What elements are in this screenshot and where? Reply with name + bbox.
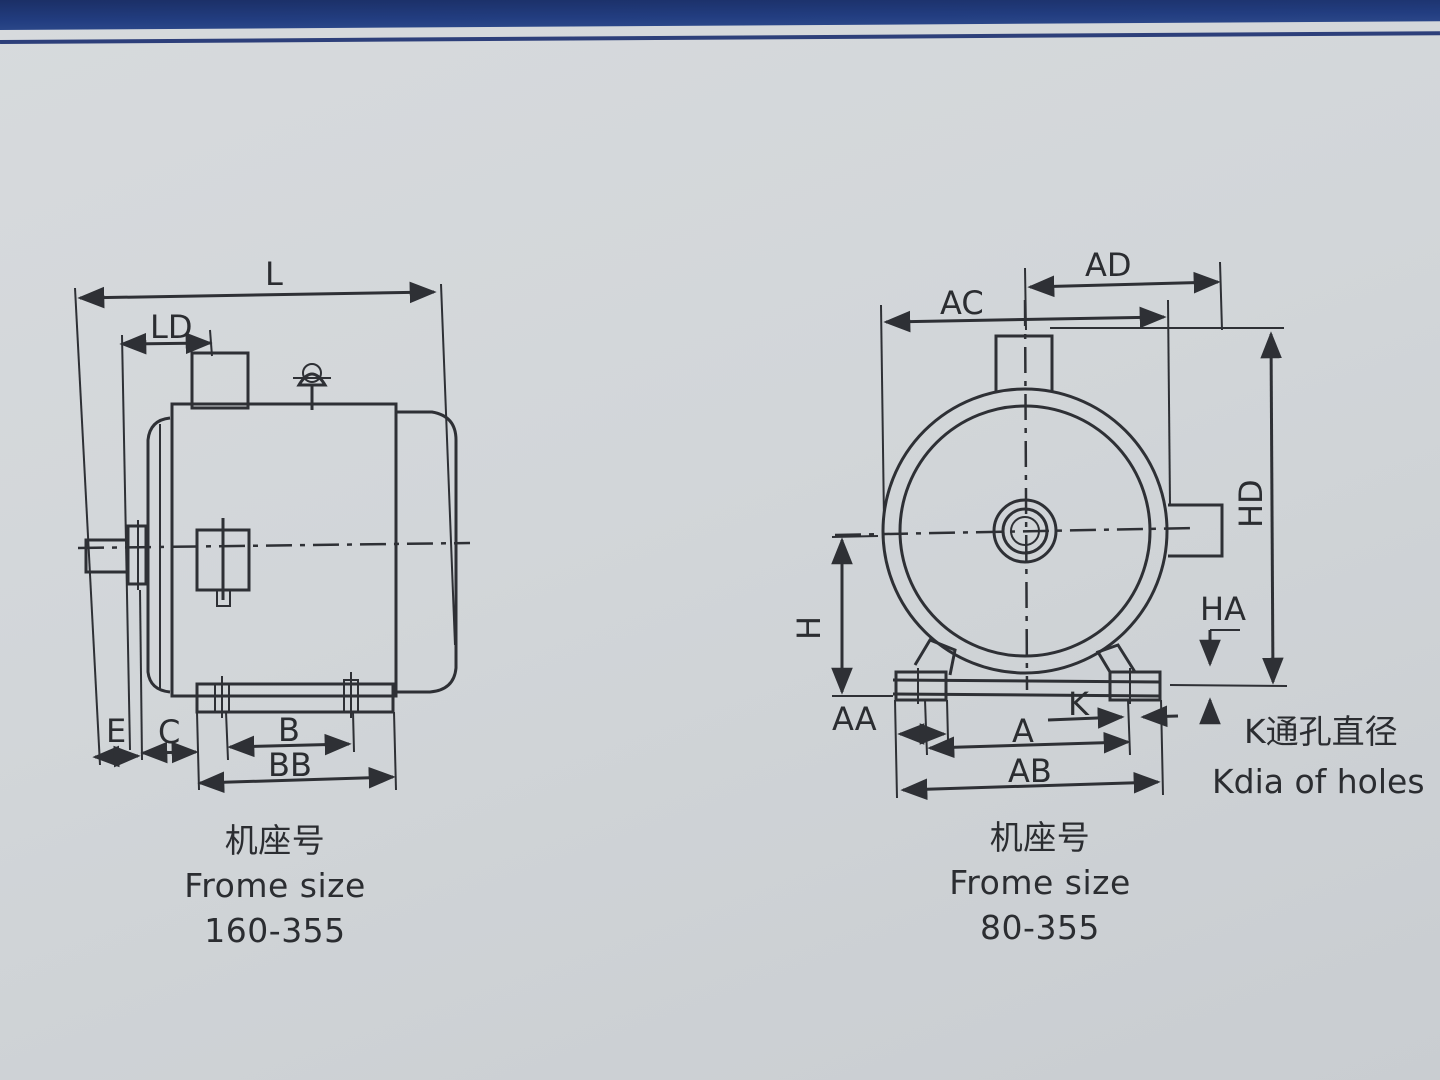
label-B: B (278, 711, 300, 749)
label-L: L (265, 255, 283, 293)
label-H: H (790, 616, 828, 640)
label-A: A (1012, 712, 1034, 750)
end-view (831, 261, 1288, 801)
k-hole-note-en: Kdia of holes (1212, 762, 1425, 801)
label-HA: HA (1200, 590, 1246, 628)
caption-range: 160-355 (204, 911, 346, 950)
label-K: K (1068, 685, 1090, 723)
caption-en: Frome size (949, 863, 1131, 902)
label-C: C (158, 713, 180, 751)
side-view-labels: L LD E C B BB (106, 255, 312, 784)
eyebolt (296, 372, 328, 410)
label-LD: LD (150, 308, 192, 346)
housing-outer (881, 387, 1169, 675)
side-terminal-box (1168, 503, 1224, 558)
shaft (84, 538, 130, 574)
dim-LD-line (119, 332, 213, 355)
dim-HD-line (1260, 331, 1284, 685)
dim-K-line (1047, 707, 1125, 729)
foot-left (913, 638, 957, 676)
caption-range: 80-355 (980, 908, 1100, 947)
label-HD: HD (1232, 479, 1270, 528)
end-view-labels: AD AC HD H HA AA K A AB (790, 246, 1270, 790)
centerline-vertical (1023, 299, 1029, 691)
dim-AB-line (900, 771, 1161, 801)
motor-body (170, 402, 398, 698)
label-AD: AD (1085, 246, 1132, 284)
label-AA: AA (832, 700, 877, 738)
label-BB: BB (268, 746, 312, 784)
foot-right (1095, 643, 1137, 673)
caption-cn: 机座号 (989, 818, 1091, 857)
terminal-box-end (994, 334, 1054, 392)
k-hole-note-cn: K通孔直径 (1244, 712, 1398, 751)
end-view-caption: 机座号 Frome size 80-355 (895, 815, 1185, 950)
fan-cover (396, 410, 458, 694)
label-AC: AC (940, 284, 984, 322)
terminal-box (190, 351, 250, 410)
centerline-side (77, 541, 471, 550)
dim-AD-line (1027, 271, 1221, 298)
side-view-caption: 机座号 Frome size 160-355 (130, 818, 420, 953)
label-E: E (106, 712, 126, 750)
label-AB: AB (1008, 752, 1052, 790)
caption-en: Frome size (184, 866, 366, 905)
foot (195, 682, 395, 714)
caption-cn: 机座号 (224, 821, 326, 860)
dim-A-line (927, 731, 1131, 759)
dim-L-line (77, 281, 437, 309)
side-view (74, 281, 471, 794)
centerline-horizontal (834, 526, 1196, 537)
